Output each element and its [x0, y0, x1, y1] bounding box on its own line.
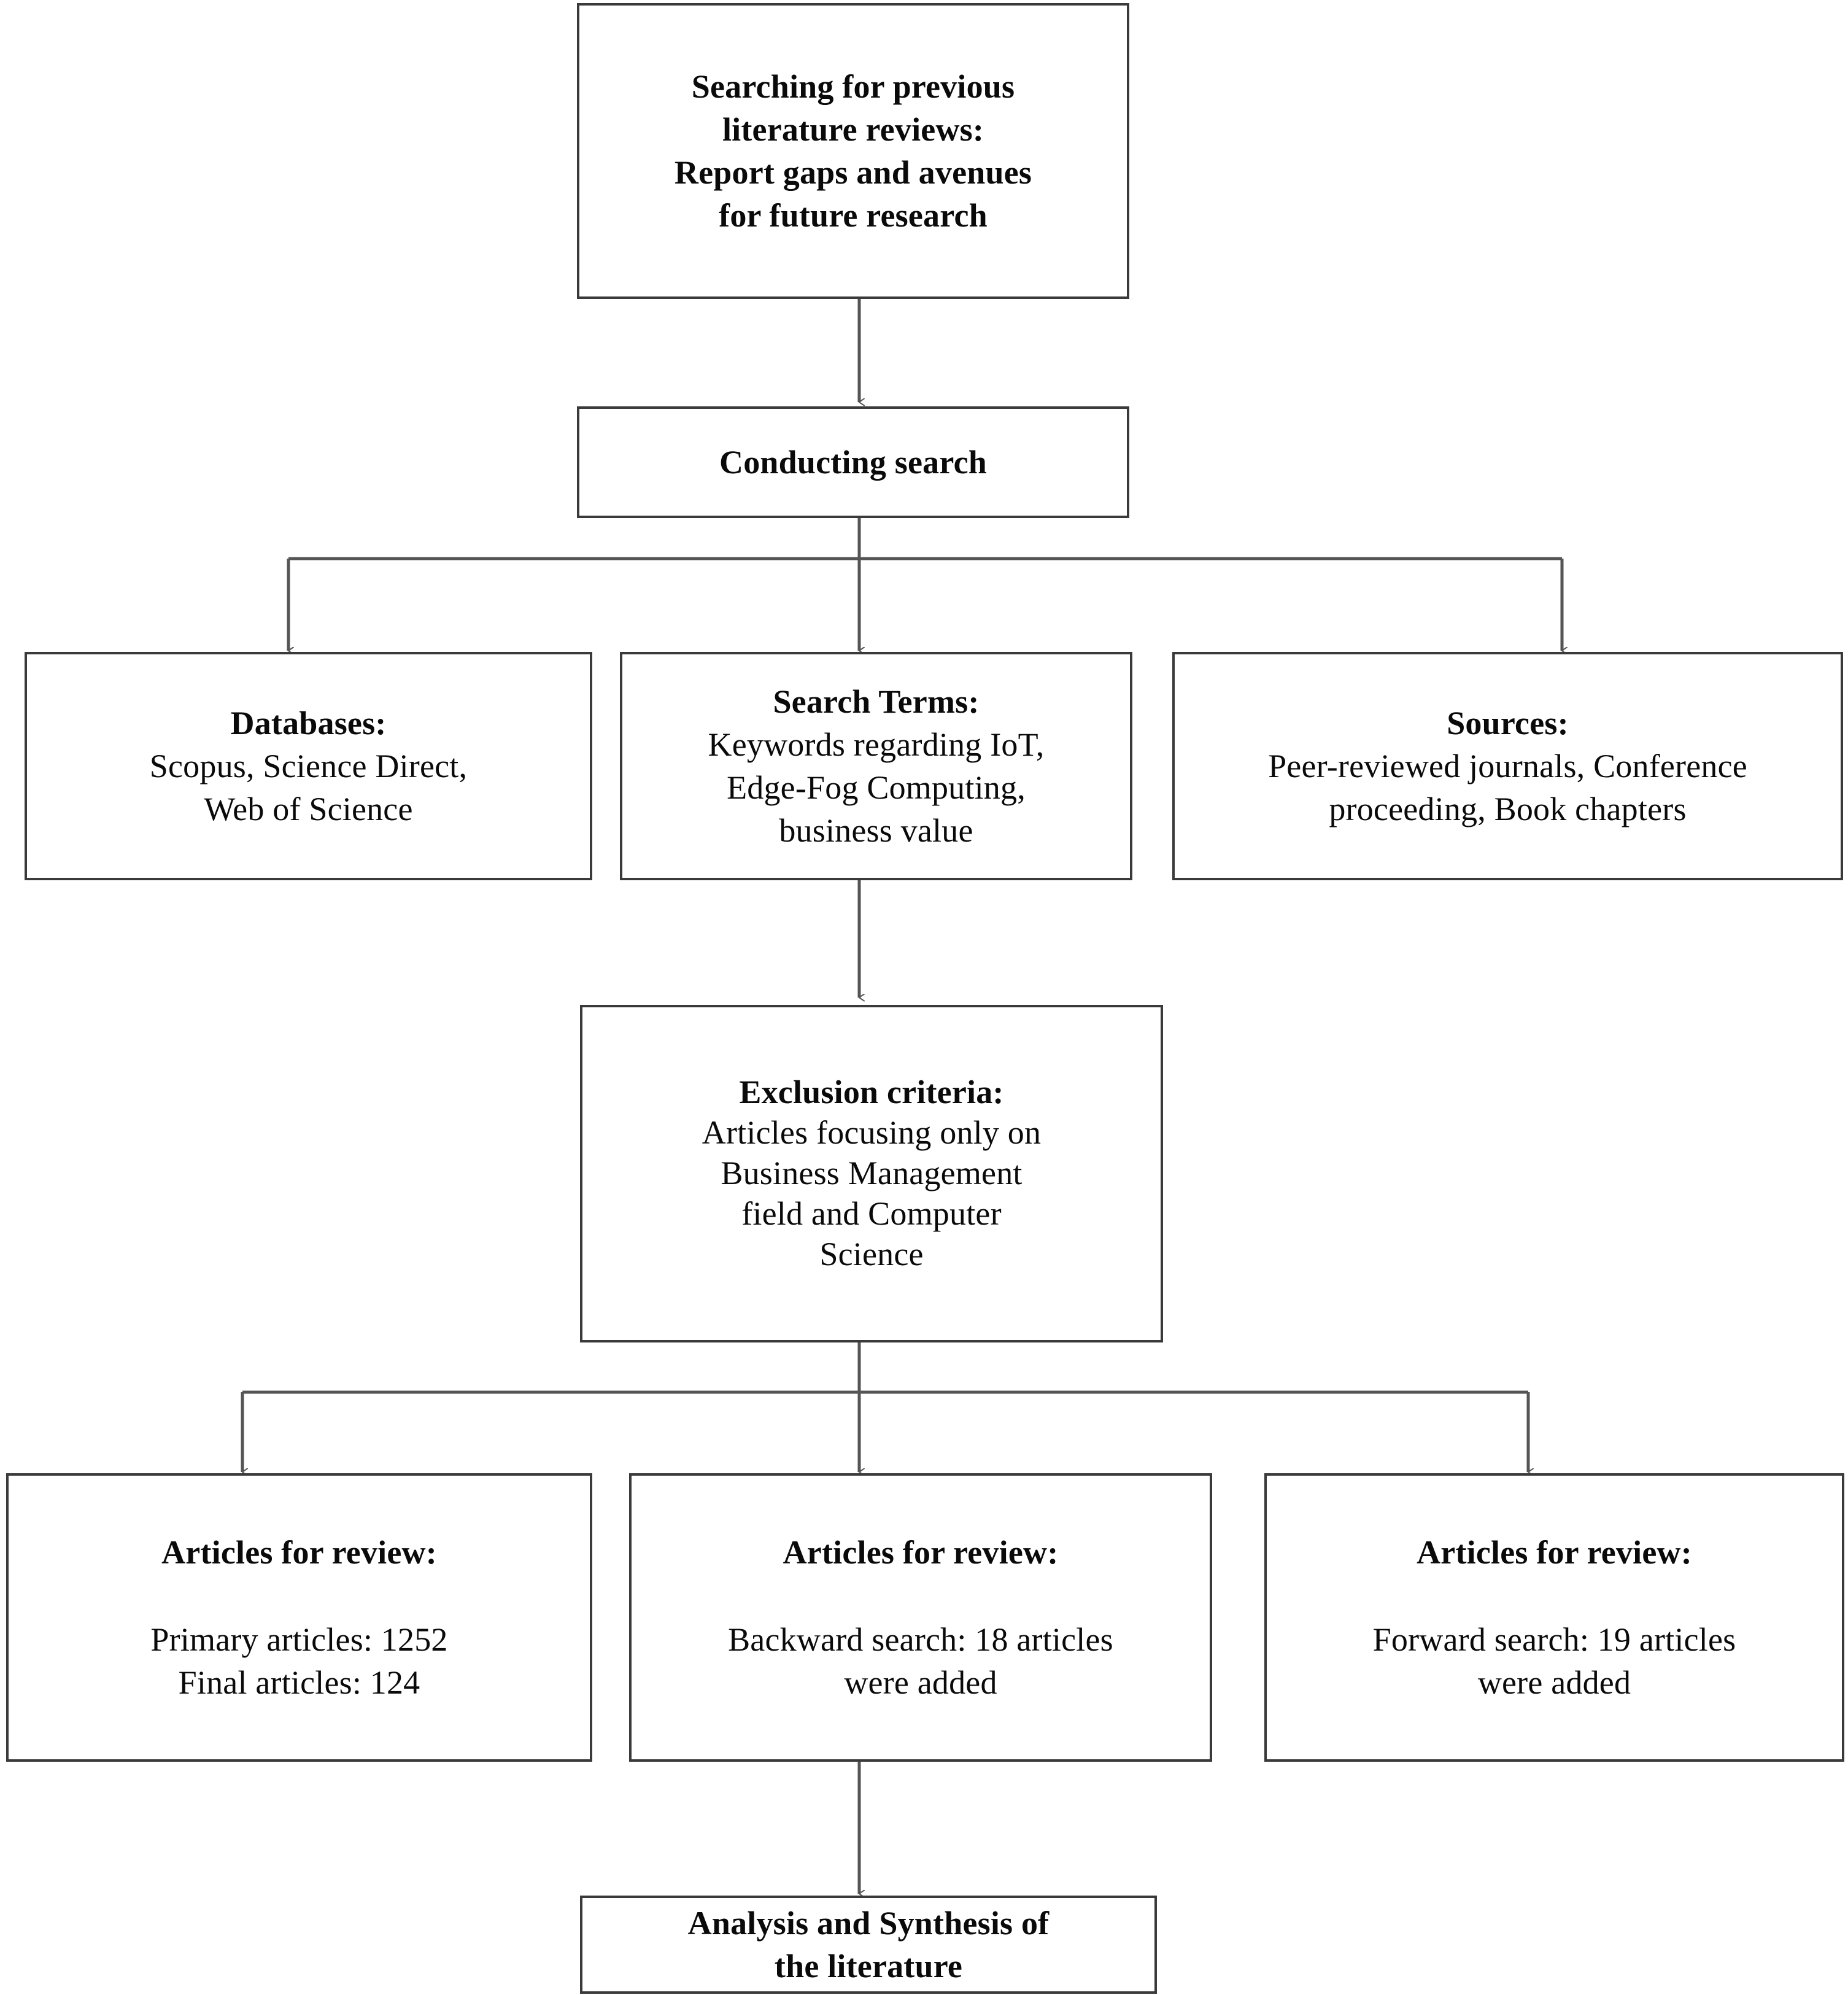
node-searching-previous-reviews: Searching for previous literature review… [577, 3, 1129, 299]
connector-exclusion-criteria-branch [241, 1342, 1528, 1472]
node-analysis-synthesis: Analysis and Synthesis of the literature [580, 1896, 1157, 1994]
node-line: Report gaps and avenues [674, 154, 1032, 191]
node-line: Conducting search [719, 443, 987, 481]
node-line: Primary articles: 1252 [150, 1621, 448, 1658]
node-line: Backward search: 18 articles [728, 1621, 1113, 1658]
node-articles-backward: Articles for review: Backward search: 18… [629, 1473, 1212, 1762]
node-line: Business Management [721, 1155, 1023, 1192]
node-heading: Databases: [230, 704, 387, 742]
node-line: Peer-reviewed journals, Conference [1268, 747, 1747, 784]
node-line: business value [779, 812, 973, 850]
node-line: for future research [719, 197, 988, 234]
node-heading: Sources: [1447, 704, 1569, 742]
node-line: Analysis and Synthesis of [687, 1904, 1050, 1942]
node-heading: Articles for review: [161, 1533, 437, 1571]
node-heading: Search Terms: [773, 683, 980, 720]
node-heading: Exclusion criteria: [739, 1074, 1004, 1111]
node-line: Keywords regarding IoT, [708, 726, 1045, 763]
node-search-terms: Search Terms: Keywords regarding IoT, Ed… [620, 652, 1132, 880]
node-line: Forward search: 19 articles [1372, 1621, 1736, 1658]
node-articles-primary: Articles for review: Primary articles: 1… [6, 1473, 592, 1762]
node-line: Final articles: 124 [178, 1664, 420, 1702]
node-databases: Databases: Scopus, Science Direct, Web o… [25, 652, 592, 880]
node-line: Edge-Fog Computing, [727, 769, 1026, 806]
connector-conducting-search-branch [287, 518, 1562, 651]
node-line: literature reviews: [722, 110, 984, 148]
node-line: Web of Science [204, 791, 413, 828]
node-line: field and Computer [741, 1195, 1002, 1232]
node-line: Articles focusing only on [702, 1114, 1042, 1152]
node-line: Scopus, Science Direct, [149, 747, 468, 784]
node-line: Searching for previous [691, 68, 1015, 105]
node-line: were added [1477, 1664, 1631, 1702]
node-articles-forward: Articles for review: Forward search: 19 … [1264, 1473, 1844, 1762]
node-heading: Articles for review: [1417, 1533, 1692, 1571]
node-line: were added [844, 1664, 997, 1702]
node-sources: Sources: Peer-reviewed journals, Confere… [1172, 652, 1843, 880]
node-line: the literature [774, 1948, 963, 1985]
node-line: proceeding, Book chapters [1329, 791, 1687, 828]
node-conducting-search: Conducting search [577, 406, 1129, 518]
node-heading: Articles for review: [783, 1533, 1059, 1571]
node-exclusion-criteria: Exclusion criteria: Articles focusing on… [580, 1005, 1163, 1342]
node-line: Science [819, 1235, 924, 1273]
